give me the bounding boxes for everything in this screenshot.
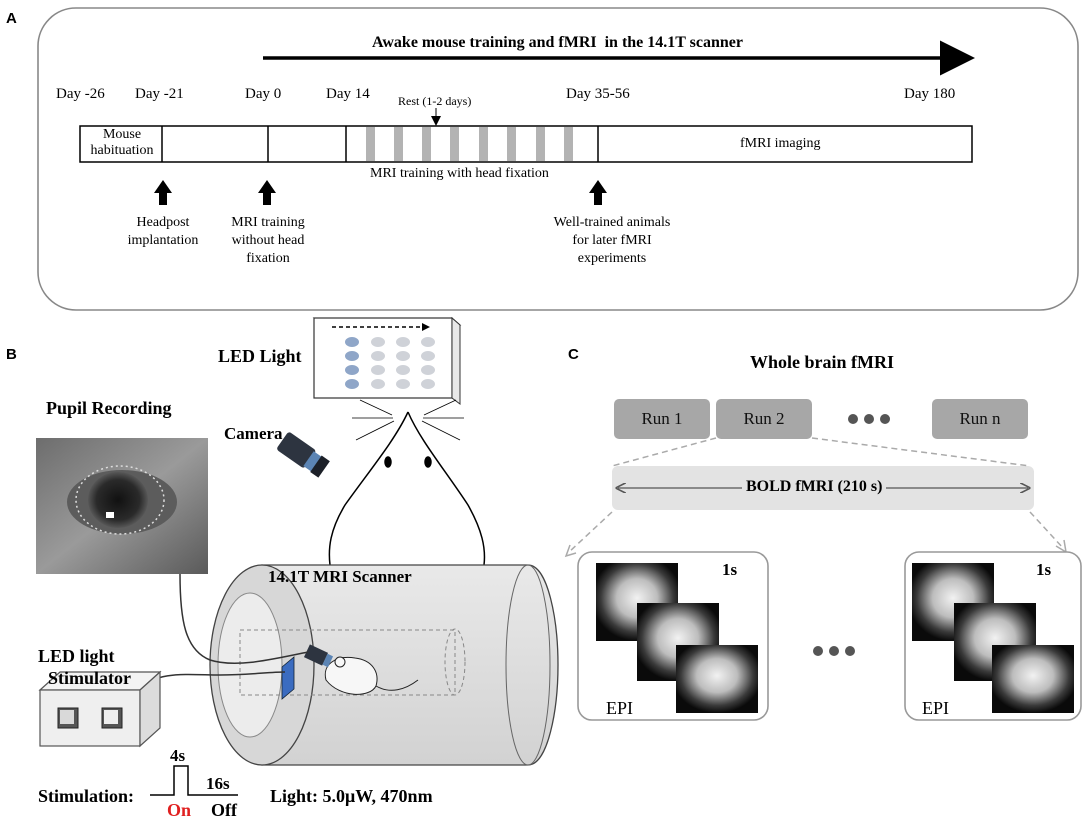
run-box-2: Run 2 [716,399,812,439]
on-label: On [167,800,192,820]
segment-habituation: Mouse habituation [90,127,154,158]
rest-label: Rest (1-2 days) [398,94,472,108]
arrow-label-training: MRI training without head fixation [231,215,305,266]
arrow-label-headpost: Headpost implantation [127,215,199,248]
epi-label-left: EPI [606,698,633,718]
camera-graphic [277,432,330,478]
stimulation-label: Stimulation: [38,786,135,806]
run-label-2: Run 2 [743,409,785,428]
run-label-n: Run n [959,409,1001,428]
day-label-3: Day 0 [245,86,282,102]
panel-a-letter: A [6,10,17,27]
off-label: Off [211,800,237,820]
mouse-head [328,399,486,566]
camera-label: Camera [224,424,283,443]
training-caption: MRI training with head fixation [370,166,549,181]
epi-ellipsis [813,646,855,656]
mri-scanner [209,564,559,766]
stimulation-pulse [150,765,238,796]
stimulator-label-1: LED light [38,646,115,666]
pulse-on-duration: 4s [170,746,186,765]
run-label-1: Run 1 [641,409,683,428]
run-ellipsis [848,414,890,424]
epi-box-right [904,551,1082,721]
arrow-label-welltrained: Well-trained animals for later fMRI expe… [553,215,671,266]
day-label-4: Day 14 [326,86,370,102]
epi-label-right: EPI [922,698,949,718]
training-stripes [366,127,573,161]
panel-c-letter: C [568,346,579,363]
scanner-label: 14.1T MRI Scanner [268,567,412,586]
timeline-box [79,125,973,163]
run-box-1: Run 1 [614,399,710,439]
day-label-2: Day -21 [135,86,184,102]
camera-cable [179,573,309,665]
up-arrows [154,180,607,205]
led-panel [312,316,462,405]
pupil-recording-label: Pupil Recording [46,398,172,418]
panel-a-frame [37,7,1079,311]
segment-imaging: fMRI imaging [740,136,821,151]
bold-label: BOLD fMRI (210 s) [742,478,887,496]
pulse-off-duration: 16s [206,774,230,793]
run-box-n: Run n [932,399,1028,439]
pupil-image [36,438,208,574]
light-spec-label: Light: 5.0μW, 470nm [270,786,433,806]
day-label-6: Day 180 [904,86,956,102]
epi-time-right: 1s [1036,560,1052,579]
day-label-1: Day -26 [56,86,105,102]
epi-box-left [577,551,769,721]
stimulator-box [38,670,162,748]
day-label-5: Day 35-56 [566,86,630,102]
panel-c-title: Whole brain fMRI [750,352,894,372]
led-light-label: LED Light [218,346,302,366]
panel-a-title: Awake mouse training and fMRI in the 14.… [372,34,743,51]
stimulator-label-2: Stimulator [48,668,131,688]
panel-b-letter: B [6,346,17,363]
epi-time-left: 1s [722,560,738,579]
